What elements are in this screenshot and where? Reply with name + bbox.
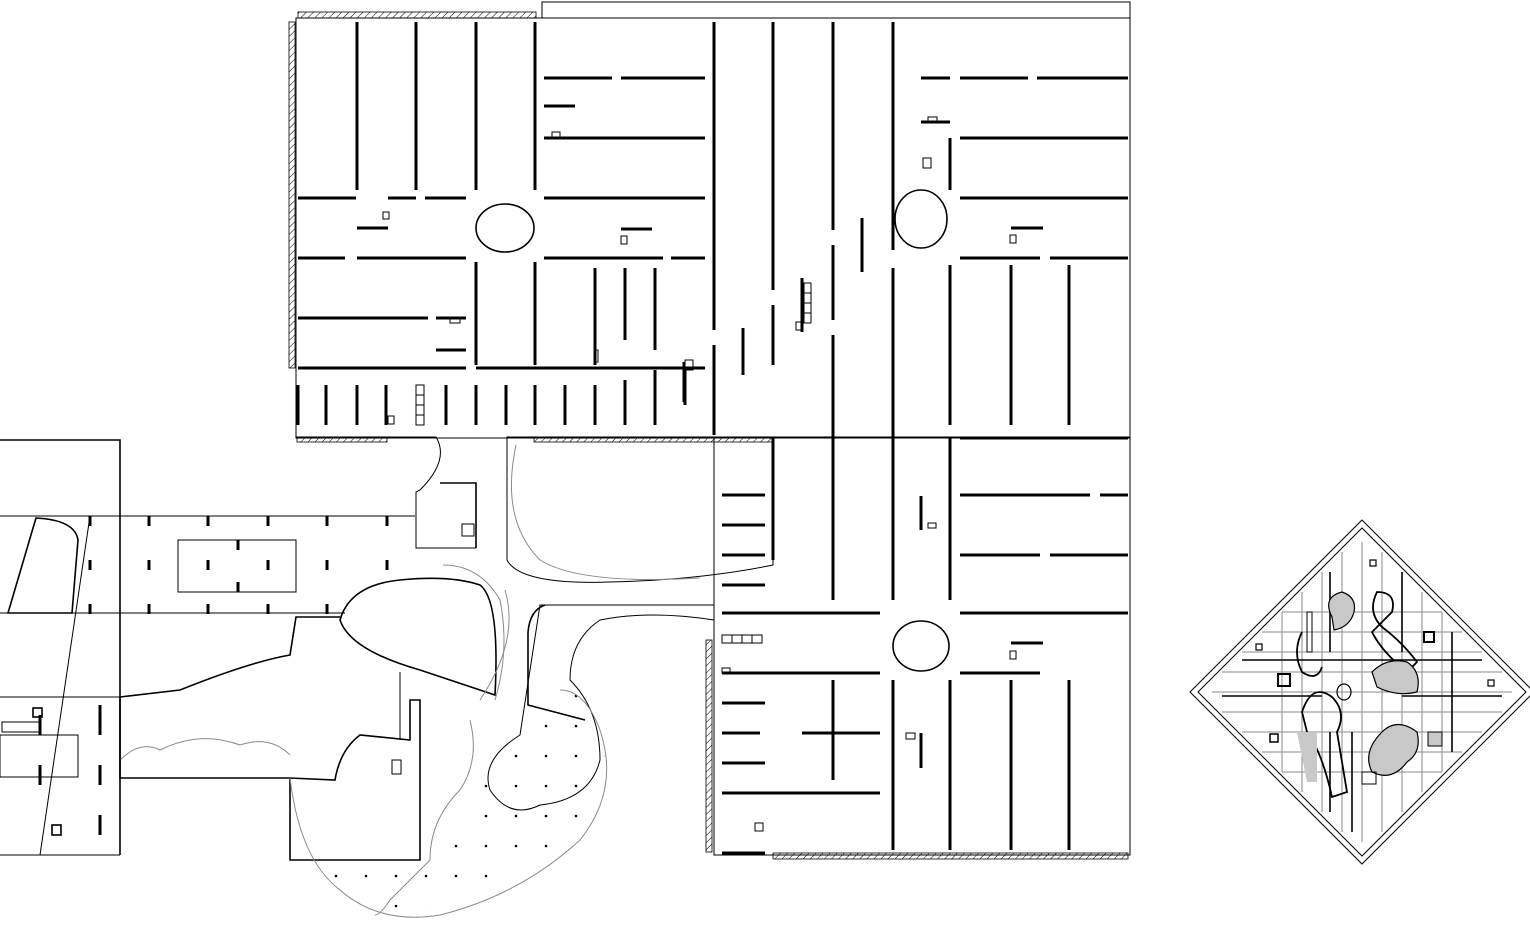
round-core-west: [475, 203, 535, 253]
key-plan-grid: [1212, 542, 1512, 842]
east-block: [705, 436, 1131, 860]
east-south-hatch: [772, 852, 1129, 860]
partitions-south-stubs: [296, 268, 687, 425]
key-plan-walls: [1222, 572, 1502, 832]
partitions-ne: [891, 76, 1128, 600]
west-columns: [38, 516, 389, 835]
east-west-hatch: [705, 639, 713, 853]
key-plan-shapes: [1255, 559, 1495, 799]
round-core-south: [892, 620, 950, 672]
west-wall-hatch: [288, 21, 296, 369]
partitions-se: [722, 436, 1128, 855]
amoeba-court: [339, 577, 497, 697]
curved-lobby: [506, 436, 774, 583]
fixture-se: [754, 822, 764, 832]
west-curved-room: [6, 517, 79, 614]
south-wall-hatch-b: [533, 436, 773, 443]
central-plaza: [119, 436, 774, 918]
partitions-central-diagonal: [682, 22, 895, 600]
west-wing: [0, 439, 415, 856]
partitions-nw-vertical: [355, 22, 537, 365]
south-wall-hatch-a: [296, 436, 388, 443]
round-core-east: [894, 189, 948, 249]
diamond-key-plan: [1189, 519, 1530, 865]
north-block: [288, 1, 1131, 672]
north-wall-hatch: [297, 11, 537, 19]
garden-grove: [290, 690, 607, 908]
west-court-building: [119, 697, 421, 861]
partitions-nw-horizontal: [298, 76, 705, 370]
roof-strip: [541, 1, 1131, 19]
fixtures-north: [382, 116, 1017, 425]
